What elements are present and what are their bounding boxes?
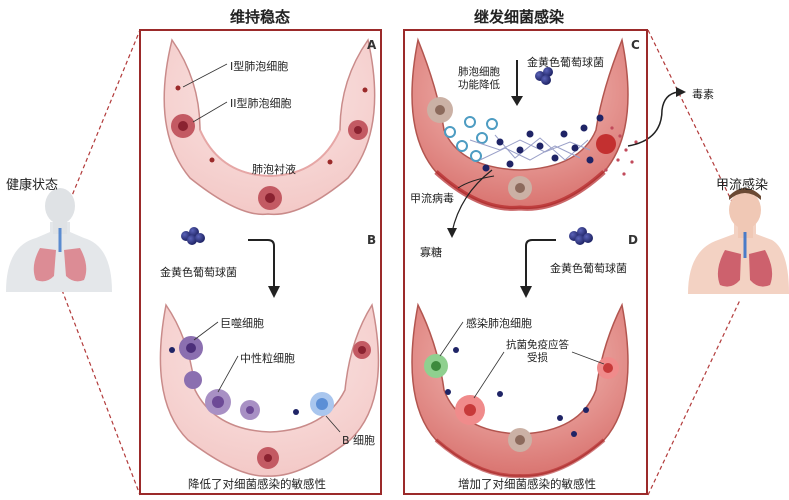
toxin-label: 毒素	[692, 88, 714, 101]
arrow-panel-d	[520, 239, 556, 298]
bacteria-cluster-d	[569, 227, 593, 245]
panel-d-bacteria-label: 金黄色葡萄球菌	[550, 262, 627, 275]
left-panel-border	[139, 29, 382, 495]
flu-person-figure	[688, 188, 789, 294]
panel-c-bacteria-label: 金黄色葡萄球菌	[527, 56, 604, 69]
lining-fluid-label: 肺泡衬液	[252, 163, 296, 176]
sugar-label: 寡糖	[420, 246, 442, 259]
alveolus-panel-d	[411, 302, 629, 479]
dashed-connector-right	[647, 29, 741, 496]
panel-b-caption: 降低了对细菌感染的敏感性	[188, 477, 326, 491]
alveolus-panel-a	[163, 38, 376, 216]
panel-d-caption: 增加了对细菌感染的敏感性	[458, 477, 596, 491]
header-right: 继发细菌感染	[474, 8, 565, 26]
virus-label: 甲流病毒	[410, 192, 454, 205]
panel-d-letter: D	[628, 233, 638, 247]
right-panel-border	[403, 29, 648, 495]
macrophage-label: 巨噬细胞	[220, 317, 264, 330]
healthy-label: 健康状态	[6, 178, 59, 193]
dashed-connector-left	[61, 29, 141, 496]
type2-cell-label: II型肺泡细胞	[230, 97, 292, 110]
panel-b-letter: B	[367, 233, 377, 247]
panel-c-letter: C	[631, 38, 640, 52]
bcell-label: B 细胞	[342, 434, 376, 447]
panel-a-letter: A	[367, 38, 377, 52]
neutrophil-label: 中性粒细胞	[240, 352, 295, 365]
panel-b-bacteria-label: 金黄色葡萄球菌	[160, 266, 237, 279]
bacteria-cluster-b	[181, 227, 205, 245]
impaired-response-label: 抗菌免疫应答 受损	[506, 339, 569, 364]
alveolus-panel-b	[159, 303, 380, 477]
healthy-person-figure	[6, 188, 112, 292]
flu-label: 甲流感染	[716, 178, 769, 193]
infected-cell-label: 感染肺泡细胞	[466, 317, 532, 330]
arrow-panel-b	[248, 239, 280, 298]
reduced-function-label: 肺泡细胞 功能降低	[458, 66, 500, 91]
alveolus-panel-c	[411, 37, 686, 238]
type1-cell-label: I型肺泡细胞	[230, 60, 289, 73]
header-left: 维持稳态	[230, 8, 291, 26]
